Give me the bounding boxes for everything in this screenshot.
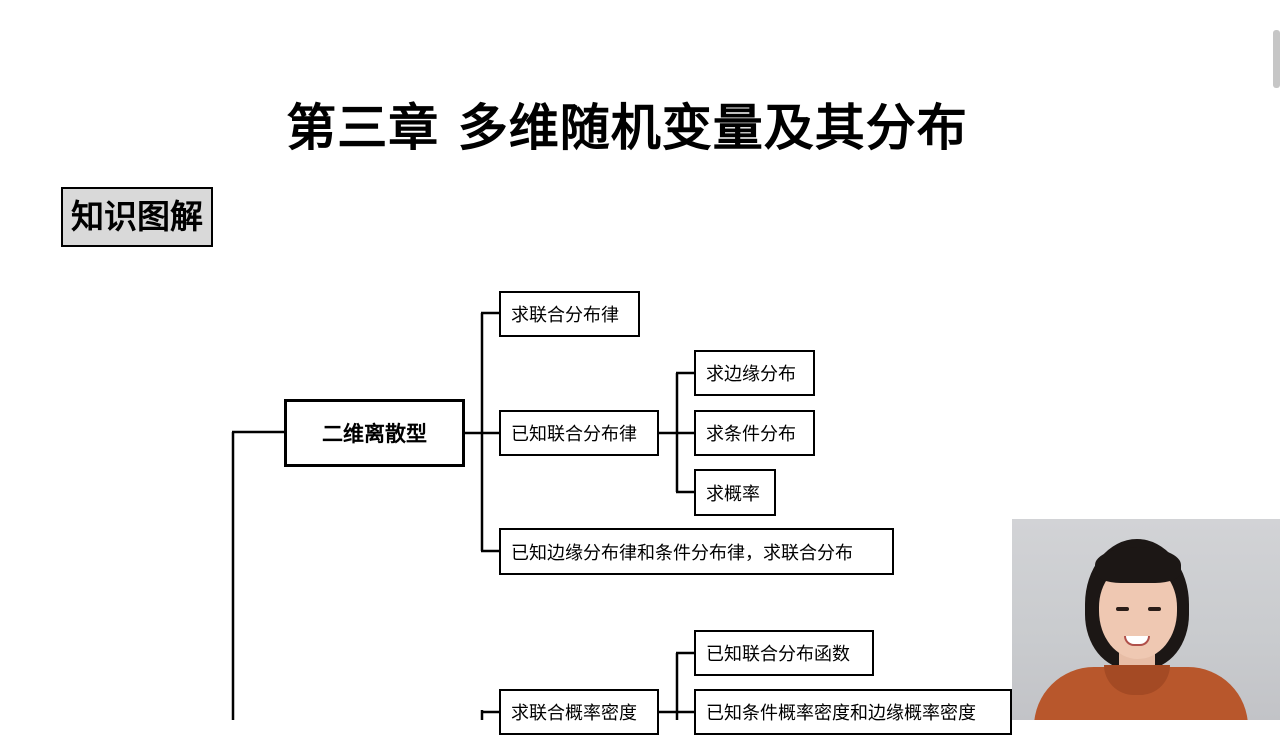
node-find-probability: 求概率: [694, 469, 776, 516]
node-discrete: 二维离散型: [284, 399, 465, 467]
node-find-joint-density: 求联合概率密度: [499, 689, 659, 735]
node-given-joint-cdf: 已知联合分布函数: [694, 630, 874, 676]
connector-lines: [231, 311, 695, 720]
presenter-video-icon: [1012, 519, 1280, 720]
scrollbar-thumb[interactable]: [1273, 30, 1280, 88]
node-find-marginal: 求边缘分布: [694, 350, 815, 396]
node-given-conditional-marginal-density: 已知条件概率密度和边缘概率密度: [694, 689, 1012, 735]
page-title: 第三章 多维随机变量及其分布: [286, 99, 968, 157]
node-find-joint-law: 求联合分布律: [499, 291, 640, 337]
presenter-eye-left: [1116, 607, 1129, 611]
presenter-eye-right: [1148, 607, 1161, 611]
node-given-joint-law: 已知联合分布律: [499, 410, 659, 456]
node-given-marginal-conditional: 已知边缘分布律和条件分布律，求联合分布: [499, 528, 894, 575]
section-label: 知识图解: [61, 187, 213, 247]
node-find-conditional: 求条件分布: [694, 410, 815, 456]
presenter-bangs: [1095, 547, 1181, 583]
